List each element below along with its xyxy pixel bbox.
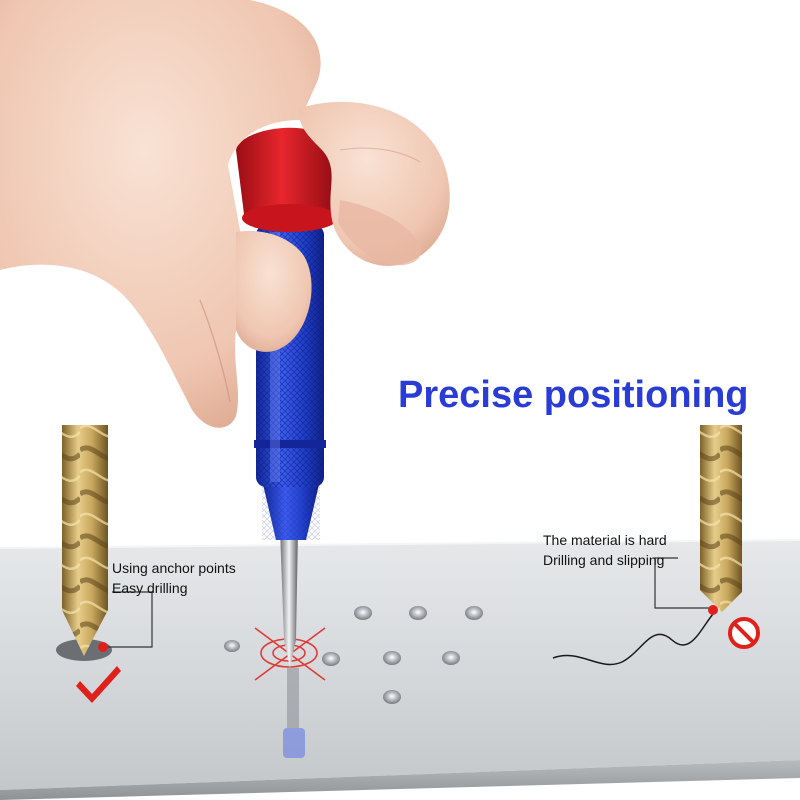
left-callout-text: Using anchor points Easy drilling [112, 558, 236, 598]
prohibited-icon [728, 617, 760, 649]
slip-scratch [552, 613, 714, 666]
right-drill-bit [700, 425, 742, 612]
metal-plate [0, 539, 800, 800]
checkmark-icon [76, 666, 121, 703]
left-callout-line-2: Easy drilling [112, 580, 188, 596]
headline-precise-positioning: Precise positioning [398, 374, 749, 416]
left-anchor-dot [98, 642, 108, 652]
hand [0, 0, 450, 428]
punched-holes [224, 606, 483, 704]
callout-lines [103, 557, 710, 648]
right-callout-line-2: Drilling and slipping [543, 552, 665, 568]
left-drill-bit [56, 425, 112, 661]
right-callout-line-1: The material is hard [543, 532, 667, 548]
center-punch [236, 127, 338, 668]
right-anchor-dot [708, 605, 718, 615]
left-callout-line-1: Using anchor points [112, 560, 236, 576]
punch-reflection [283, 668, 305, 758]
right-callout-text: The material is hard Drilling and slippi… [543, 530, 667, 570]
